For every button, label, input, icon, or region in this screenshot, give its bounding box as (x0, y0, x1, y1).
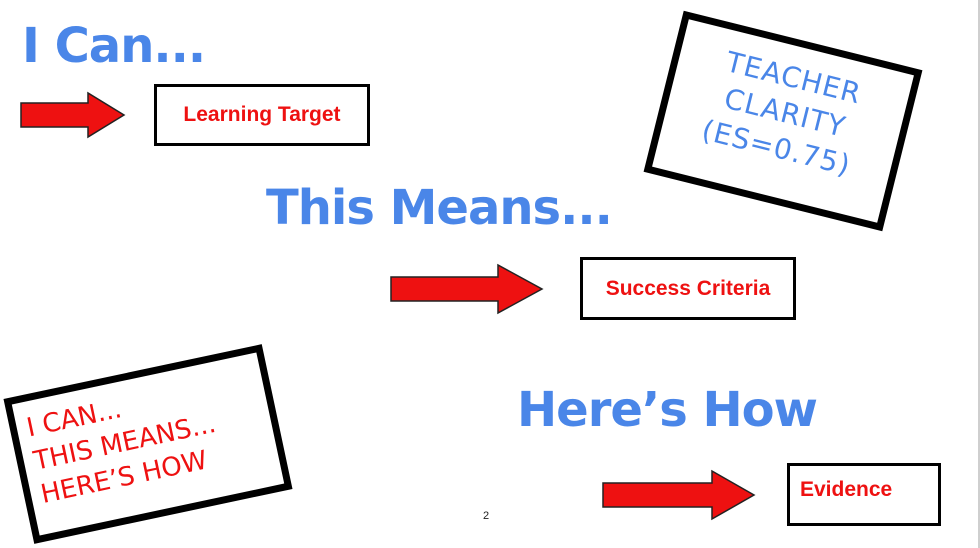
heading-heres-how: Here’s How (517, 382, 818, 438)
page-number: 2 (483, 510, 490, 522)
evidence-label: Evidence (800, 477, 893, 501)
learning-target-box: Learning Target (154, 84, 370, 146)
heading-this-means: This Means... (266, 180, 613, 236)
heading-i-can: I Can... (22, 18, 206, 74)
right-arrow-icon (20, 91, 126, 139)
success-criteria-label: Success Criteria (605, 276, 771, 300)
evidence-box: Evidence (787, 463, 941, 526)
teacher-clarity-card: TEACHER CLARITY (ES=0.75) (643, 10, 923, 232)
slide-edge-divider (978, 0, 980, 548)
right-arrow-icon (602, 469, 756, 521)
right-arrow-icon (390, 263, 544, 315)
summary-card: I CAN... THIS MEANS... HERE’S HOW (3, 344, 293, 544)
learning-target-label: Learning Target (183, 103, 341, 126)
success-criteria-box: Success Criteria (580, 257, 796, 320)
